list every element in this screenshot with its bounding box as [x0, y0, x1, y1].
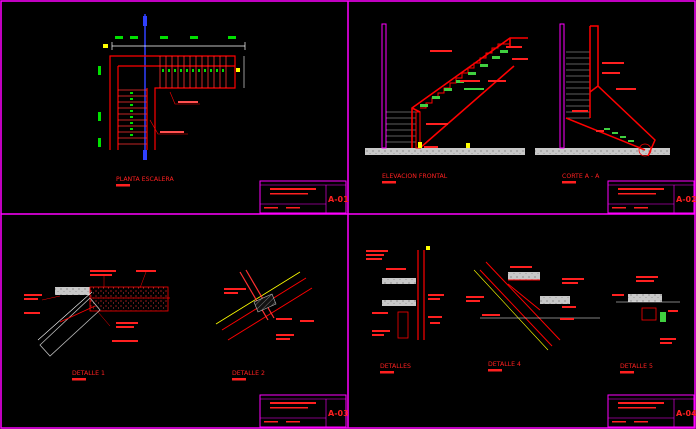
scale-label-bar — [380, 371, 394, 374]
detalle-1-title: DETALLE 1 — [72, 370, 105, 377]
sheet-number-4: A-04 — [676, 409, 696, 418]
scale-label-bar — [488, 369, 502, 372]
sheet-number-1: A-01 — [328, 195, 349, 204]
sheet-number-3: A-03 — [328, 409, 349, 418]
title-block-1: A-01 — [259, 180, 349, 214]
panel-corte: CORTE A - A A-02 — [535, 23, 696, 214]
panel-detalle-1: DETALLE 1 — [24, 270, 170, 381]
panel-detalle-2: DETALLE 2 A-03 — [215, 269, 349, 428]
corte-title: CORTE A - A — [562, 173, 600, 180]
title-block-2: A-02 — [607, 180, 696, 214]
section-stair — [565, 25, 656, 157]
panel-planta: PLANTA ESCALERA A-01 — [98, 14, 349, 214]
floor-slab — [365, 148, 525, 155]
axis-marker — [143, 150, 147, 160]
planta-title: PLANTA ESCALERA — [116, 176, 174, 183]
title-block-4: A-04 — [607, 394, 696, 428]
panel-detalles: DETALLES DETALLE 4 — [366, 246, 696, 428]
scale-label-bar — [72, 378, 86, 381]
treads-lower — [118, 89, 147, 145]
concrete-fill — [90, 287, 168, 311]
title-block-3: A-03 — [259, 394, 349, 428]
grid-marks — [98, 36, 236, 147]
floor-slab — [535, 148, 670, 155]
scale-label-bar — [232, 378, 246, 381]
axis-marker — [143, 16, 147, 26]
detalle-5-title: DETALLE 5 — [620, 363, 653, 370]
treads-upper — [159, 56, 227, 88]
detalle-4-title: DETALLE 4 — [488, 361, 521, 368]
elevacion-title: ELEVACION FRONTAL — [382, 173, 448, 180]
scale-label-bar — [382, 181, 396, 184]
detalles-title: DETALLES — [380, 363, 411, 370]
scale-label-bar — [620, 371, 634, 374]
scale-label-bar — [562, 181, 576, 184]
detalle-2-title: DETALLE 2 — [232, 370, 265, 377]
sheet-number-2: A-02 — [676, 195, 696, 204]
stair-stringer — [411, 37, 528, 149]
panel-elevacion: ELEVACION FRONTAL — [365, 23, 528, 184]
scale-label-bar — [116, 184, 130, 187]
